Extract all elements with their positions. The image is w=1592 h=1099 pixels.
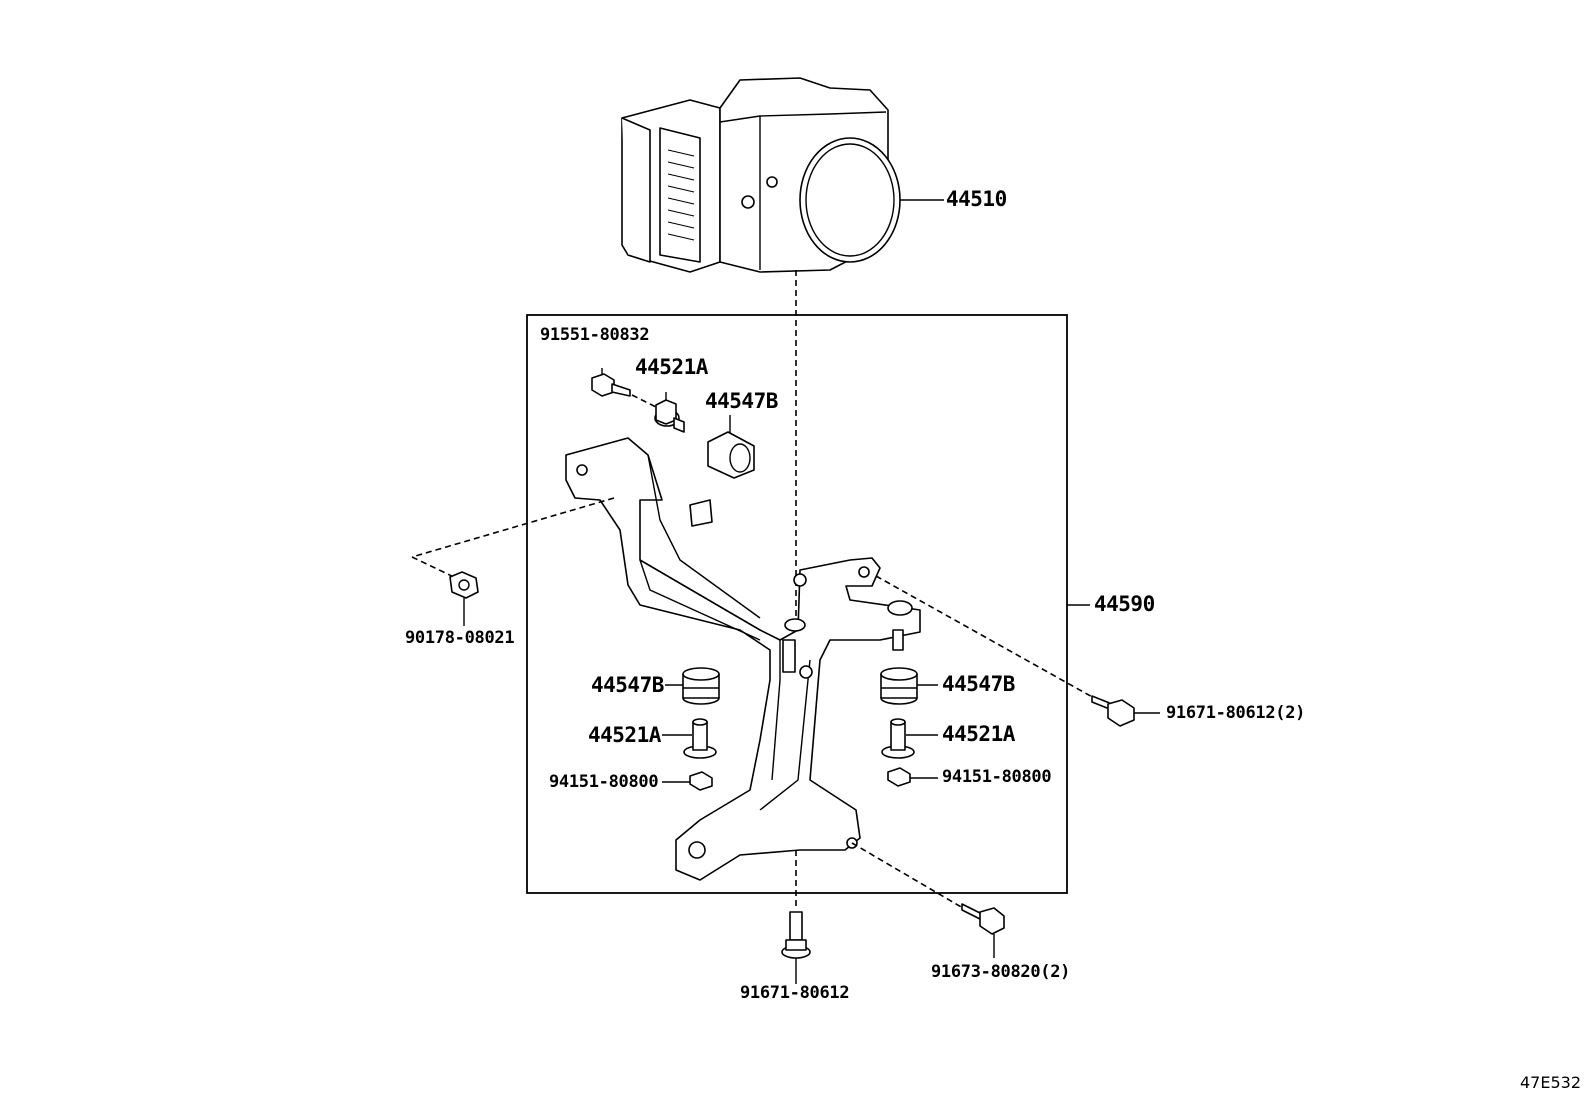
collar-44521a-right-illustration: [881, 718, 915, 759]
dash-90178: [411, 497, 615, 558]
collar-44521a-top-illustration: [654, 399, 685, 433]
nut-94151-80800-right-illustration: [887, 767, 911, 787]
part-label-94151-80800-right[interactable]: 94151-80800: [942, 767, 1052, 787]
part-label-90178-08021[interactable]: 90178-08021: [405, 628, 515, 648]
cushion-44547b-right-illustration: [880, 667, 918, 705]
dash-91671-2: [875, 575, 1113, 709]
part-label-91673-80820-2[interactable]: 91673-80820(2): [931, 962, 1071, 982]
diagram-code: 47E532: [1520, 1073, 1582, 1092]
part-label-44521a-right[interactable]: 44521A: [942, 722, 1015, 746]
bolt-91671-80612-illustration: [781, 911, 811, 959]
collar-44521a-left-illustration: [683, 718, 717, 759]
part-label-44547b-top[interactable]: 44547B: [705, 389, 778, 413]
part-label-91671-80612[interactable]: 91671-80612: [740, 983, 850, 1003]
part-label-91551-80832[interactable]: 91551-80832: [540, 325, 650, 345]
part-label-44510[interactable]: 44510: [946, 187, 1007, 211]
part-label-44547b-right[interactable]: 44547B: [942, 672, 1015, 696]
kit-box-44590: [526, 314, 1068, 894]
bolt-91673-80820-2-illustration: [961, 903, 1005, 935]
part-label-44547b-left[interactable]: 44547B: [591, 673, 664, 697]
nut-94151-80800-left-illustration: [689, 771, 713, 791]
bolt-91551-80832-illustration: [591, 368, 631, 397]
part-label-44521a-left[interactable]: 44521A: [588, 723, 661, 747]
part-label-94151-80800-left[interactable]: 94151-80800: [549, 772, 659, 792]
part-label-91671-80612-2[interactable]: 91671-80612(2): [1166, 703, 1306, 723]
bracket-illustration: [565, 437, 921, 881]
cushion-44547b-left-illustration: [682, 667, 720, 705]
nut-90178-08021-illustration: [449, 571, 479, 599]
cushion-44547b-top-illustration: [707, 431, 755, 479]
part-label-44521a-top[interactable]: 44521A: [635, 355, 708, 379]
bolt-91671-80612-2-illustration: [1091, 695, 1135, 727]
abs-actuator-illustration: [621, 77, 901, 273]
dash-91551: [631, 394, 663, 411]
part-label-44590[interactable]: 44590: [1094, 592, 1155, 616]
dash-91673: [851, 842, 981, 919]
